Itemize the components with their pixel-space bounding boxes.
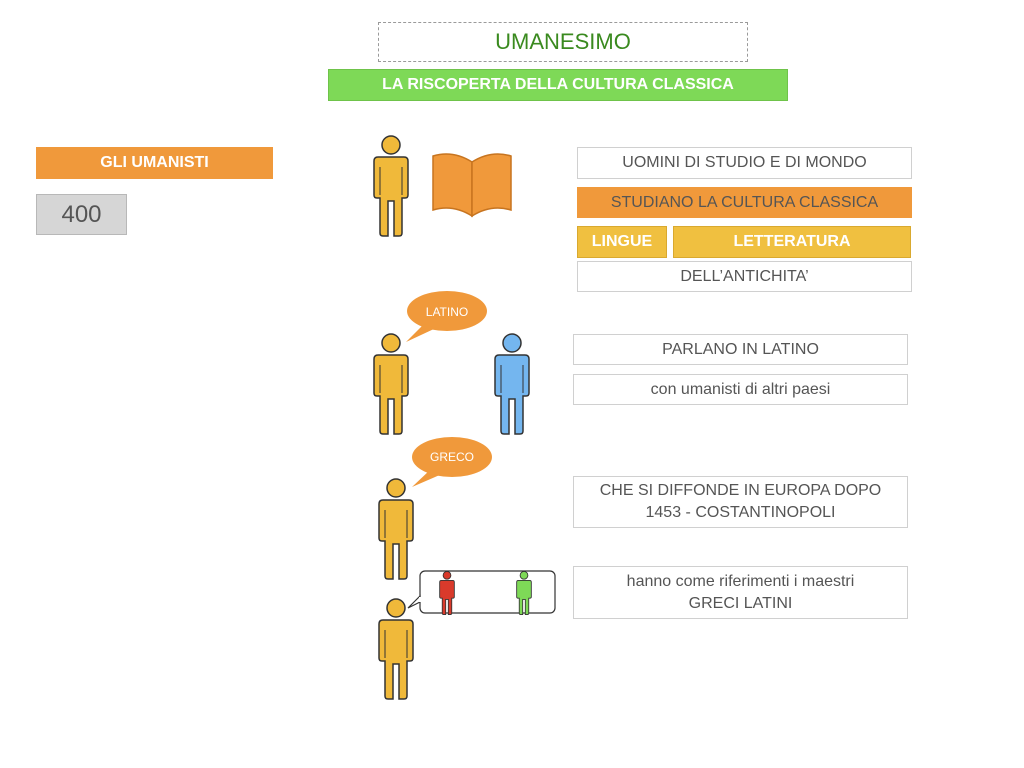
- person-icon: [378, 598, 414, 700]
- box-antichita: DELL’ANTICHITA’: [577, 261, 912, 292]
- person-icon: [378, 478, 414, 580]
- box-uomini: UOMINI DI STUDIO E DI MONDO: [577, 147, 912, 179]
- person-icon: [373, 333, 409, 435]
- box-parlano: PARLANO IN LATINO: [573, 334, 908, 365]
- person-icon: [516, 571, 532, 615]
- tag-lingue: LINGUE: [577, 226, 667, 258]
- box-maestri-line2: GRECI LATINI: [688, 594, 793, 612]
- box-diffonde-line2: 1453 - COSTANTINOPOLI: [645, 504, 836, 521]
- person-icon: [439, 571, 455, 615]
- person-icon: [373, 135, 409, 237]
- page-subtitle: LA RISCOPERTA DELLA CULTURA CLASSICA: [328, 69, 788, 101]
- page-title: UMANESIMO: [378, 22, 748, 62]
- box-maestri: hanno come riferimenti i maestri GRECI L…: [573, 566, 908, 619]
- box-diffonde: CHE SI DIFFONDE IN EUROPA DOPO 1453 - CO…: [573, 476, 908, 528]
- speech-bubble-icon: [406, 291, 487, 342]
- box-umanisti-paesi: con umanisti di altri paesi: [573, 374, 908, 405]
- bubble-latino-text: LATINO: [425, 305, 469, 319]
- speech-bubble-icon: [407, 570, 556, 614]
- speech-bubble-icon: [412, 437, 492, 487]
- open-book-icon: [432, 153, 512, 218]
- year-box: 400: [36, 194, 127, 235]
- box-maestri-line1: hanno come riferimenti i maestri: [626, 572, 855, 590]
- box-diffonde-line1: CHE SI DIFFONDE IN EUROPA DOPO: [599, 482, 882, 499]
- bubble-greco-text: GRECO: [429, 450, 474, 464]
- box-studiano: STUDIANO LA CULTURA CLASSICA: [577, 187, 912, 218]
- person-icon: [494, 333, 530, 435]
- tag-letteratura: LETTERATURA: [673, 226, 911, 258]
- gli-umanisti-label: GLI UMANISTI: [36, 147, 273, 179]
